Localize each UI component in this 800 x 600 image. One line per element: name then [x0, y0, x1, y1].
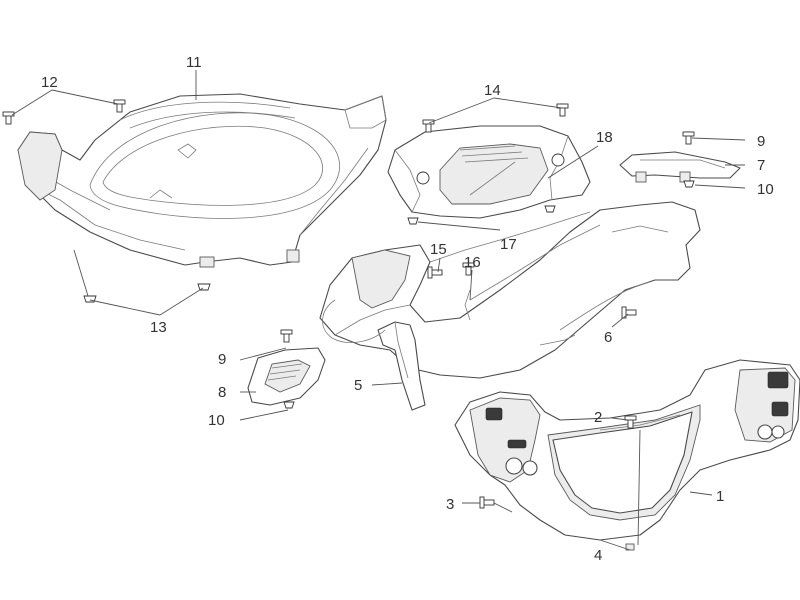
callout-9-top: 9	[757, 133, 765, 150]
screw-icon	[621, 306, 637, 319]
part-11-headlight-surround	[17, 93, 387, 268]
clip-icon	[197, 283, 211, 291]
screw-icon	[422, 119, 435, 133]
part-7-clip	[619, 151, 741, 183]
callout-14: 14	[484, 82, 501, 99]
callout-10-left: 10	[208, 412, 225, 429]
screw-icon	[479, 496, 495, 509]
callout-9-left: 9	[218, 351, 226, 368]
callout-17: 17	[500, 236, 517, 253]
part-5-bracket	[322, 289, 471, 411]
callout-13: 13	[150, 319, 167, 336]
clip-icon	[283, 401, 295, 409]
leader-lines	[11, 70, 746, 551]
callout-18: 18	[596, 129, 613, 146]
callout-7: 7	[757, 157, 765, 174]
clip-icon	[683, 180, 695, 188]
screws	[2, 99, 695, 509]
screw-icon	[462, 262, 475, 276]
callout-8: 8	[218, 384, 226, 401]
callout-5: 5	[354, 377, 362, 394]
callout-12: 12	[41, 74, 58, 91]
callout-16: 16	[464, 254, 481, 271]
screw-icon	[556, 103, 569, 117]
callout-11: 11	[186, 54, 202, 71]
screw-icon	[113, 99, 126, 113]
screw-icon	[682, 131, 695, 145]
screw-icon	[624, 415, 637, 429]
callout-4: 4	[594, 547, 602, 564]
part-1-front-cover	[454, 359, 800, 551]
callout-3: 3	[446, 496, 454, 513]
screw-icon	[427, 266, 443, 279]
callout-6: 6	[604, 329, 612, 346]
clip-icon	[544, 205, 556, 213]
part-8-grille	[247, 347, 326, 406]
callout-1: 1	[716, 488, 724, 505]
callout-2: 2	[594, 409, 602, 426]
part-center-rear-cover	[319, 201, 701, 379]
callout-15: 15	[430, 241, 447, 258]
clip-icon	[407, 217, 419, 225]
screw-icon	[280, 329, 293, 343]
part-18-instrument-cover	[387, 125, 591, 219]
callout-10-top: 10	[757, 181, 774, 198]
screw-icon	[2, 111, 15, 125]
callout-labels: 11 12 13 14 18 9 7 10 17 15 16 6 9 8 10 …	[41, 54, 774, 564]
